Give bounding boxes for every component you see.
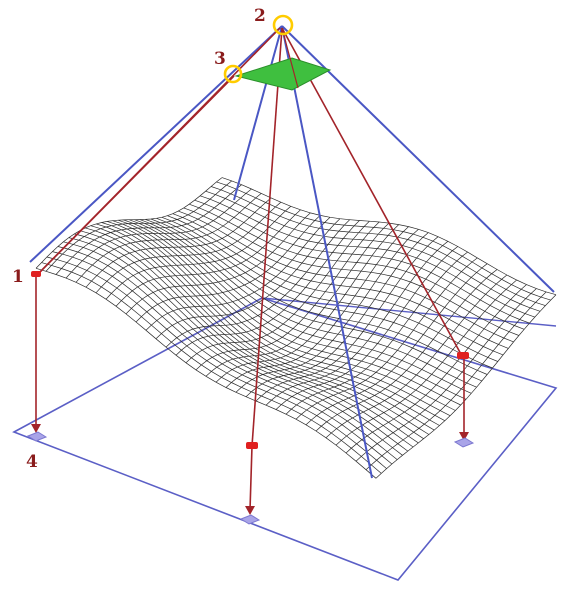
mesh-line-v [285,251,468,415]
mesh-line-v [65,188,252,279]
mesh-line-v [165,219,350,348]
mesh-line-v [75,193,262,283]
mesh-line-u [68,237,409,452]
mesh-line-v [265,241,449,406]
mesh-line-v [135,215,321,323]
mesh-line-u [167,215,504,356]
drop-arrowheads [31,424,469,515]
mesh-line-v [185,220,370,364]
surface-marker-right [457,352,469,359]
mesh-line-v [115,209,301,307]
mesh-line-v [375,294,557,479]
floor-far-edge [261,297,557,327]
mesh-line-v [205,222,390,377]
arrowhead-right [459,432,469,441]
mesh-line-u [46,256,387,469]
mesh-line-v [335,279,517,446]
mesh-line-v [45,180,233,272]
label-point-3: 3 [214,49,226,69]
mesh-line-v [295,257,478,420]
mesh-line-u [134,219,472,394]
mesh-line-v [275,246,459,410]
mesh-line-v [35,177,223,269]
red-ray-center [251,27,283,447]
mesh-line-v [345,284,527,454]
mesh-line-v [355,288,537,462]
red-ray-right [281,27,463,357]
drop-lines [35,276,465,511]
mesh-line-v [215,224,400,383]
blue-ray-right [281,25,555,293]
mesh-line-v [325,274,508,439]
blue-ray-center-near [281,25,373,479]
arrowhead-center [245,506,255,515]
mesh-line-v [155,218,341,340]
yellow-ring-icon-sensor-corner [223,64,243,84]
blue-ray-left [29,25,283,263]
label-point-1: 1 [12,267,24,287]
mesh-line-v [145,217,331,331]
mesh-line-v [105,206,292,300]
mesh-line-v [85,197,272,288]
mesh-line-v [305,263,488,426]
blue-ray-back [233,25,283,201]
mesh-line-v [95,201,282,294]
drop-line-center [249,445,253,511]
red-ray-through-sensor [281,27,299,89]
red-ray-left-inner [39,75,235,273]
surface-marker-center [246,442,258,449]
mesh-line-u [199,195,535,318]
surface-marker-1 [31,271,41,277]
mesh-line-v [365,291,547,470]
label-point-4: 4 [26,452,38,472]
mesh-line-v [225,226,409,388]
mesh-line-v [245,232,429,397]
mesh-line-v [125,212,311,315]
mesh-line-v [235,229,419,393]
label-point-2: 2 [254,6,266,26]
floor-marker-right [453,437,475,448]
floor-marker-center [239,514,261,525]
mesh-line-v [55,184,242,275]
floor-plane [12,297,558,581]
terrain-mesh [35,177,557,479]
arrowhead-1 [31,424,41,433]
mesh-line-u [63,241,403,456]
floor-marker-4 [26,431,48,442]
mesh-line-v [195,221,380,371]
mesh-line-v [315,269,498,432]
surface-markers [31,271,469,449]
floor-markers [26,431,475,525]
green-sensor-plane-icon [234,57,332,91]
yellow-ring-icon-apex [272,14,294,36]
mesh-line-u [117,219,456,411]
